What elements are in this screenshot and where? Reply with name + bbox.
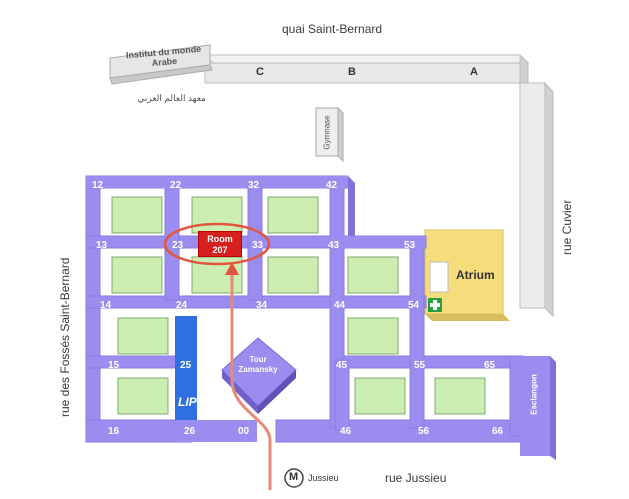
room-207-marker[interactable]: Room 207 (198, 231, 242, 257)
street-jussieu: rue Jussieu (385, 471, 447, 485)
tower-34: 34 (256, 300, 268, 311)
tower-14: 14 (100, 300, 112, 311)
tower-12: 12 (92, 180, 104, 191)
tower-46: 46 (340, 426, 352, 437)
tower-32: 32 (248, 180, 260, 191)
tower-54: 54 (408, 300, 420, 311)
room-highlight (163, 222, 271, 266)
lip-building (175, 316, 197, 436)
route-arrow (225, 262, 239, 275)
room-label: Room (207, 234, 233, 244)
esclangon-label: Esclangon (529, 374, 539, 415)
institut-arabic-label: معهد العالم العربي (137, 93, 206, 103)
metro-icon (284, 468, 304, 488)
tower-22: 22 (170, 180, 182, 191)
metro-name: Jussieu (308, 473, 339, 483)
tower-66: 66 (492, 426, 504, 437)
tower-42: 42 (326, 180, 338, 191)
tower-15: 15 (108, 360, 120, 371)
courtyards (111, 196, 486, 415)
tower-26: 26 (184, 426, 196, 437)
street-cuvier: rue Cuvier (560, 199, 574, 255)
room-number: 207 (212, 245, 228, 255)
atrium-building (424, 229, 510, 321)
section-c: C (256, 66, 264, 78)
tour-label: Tour Zamansky (238, 355, 278, 374)
section-a: A (470, 66, 478, 78)
tower-53: 53 (404, 240, 416, 251)
lip-logo: LIP (178, 395, 197, 409)
gymnase-label: Gymnase (322, 115, 332, 150)
tower-00: 00 (238, 426, 250, 437)
institut-building (109, 44, 213, 85)
tower-56: 56 (418, 426, 430, 437)
tower-24: 24 (176, 300, 188, 311)
tower-43: 43 (328, 240, 340, 251)
gymnase-building (315, 106, 344, 163)
tower-13: 13 (96, 240, 108, 251)
tower-23: 23 (172, 240, 184, 251)
tower-65: 65 (484, 360, 496, 371)
tower-44: 44 (334, 300, 346, 311)
street-quai: quai Saint-Bernard (282, 22, 383, 36)
tower-33: 33 (252, 240, 264, 251)
metro-letter: M (289, 471, 299, 483)
tower-25: 25 (180, 360, 192, 371)
tower-16: 16 (108, 426, 120, 437)
street-fosses: rue des Fossés Saint-Bernard (58, 257, 72, 417)
quai-building (203, 53, 554, 318)
tower-45: 45 (336, 360, 348, 371)
atrium-label: Atrium (456, 268, 495, 282)
route-path (230, 275, 272, 490)
tower-55: 55 (414, 360, 426, 371)
section-b: B (348, 66, 356, 78)
side-wings (86, 176, 556, 460)
